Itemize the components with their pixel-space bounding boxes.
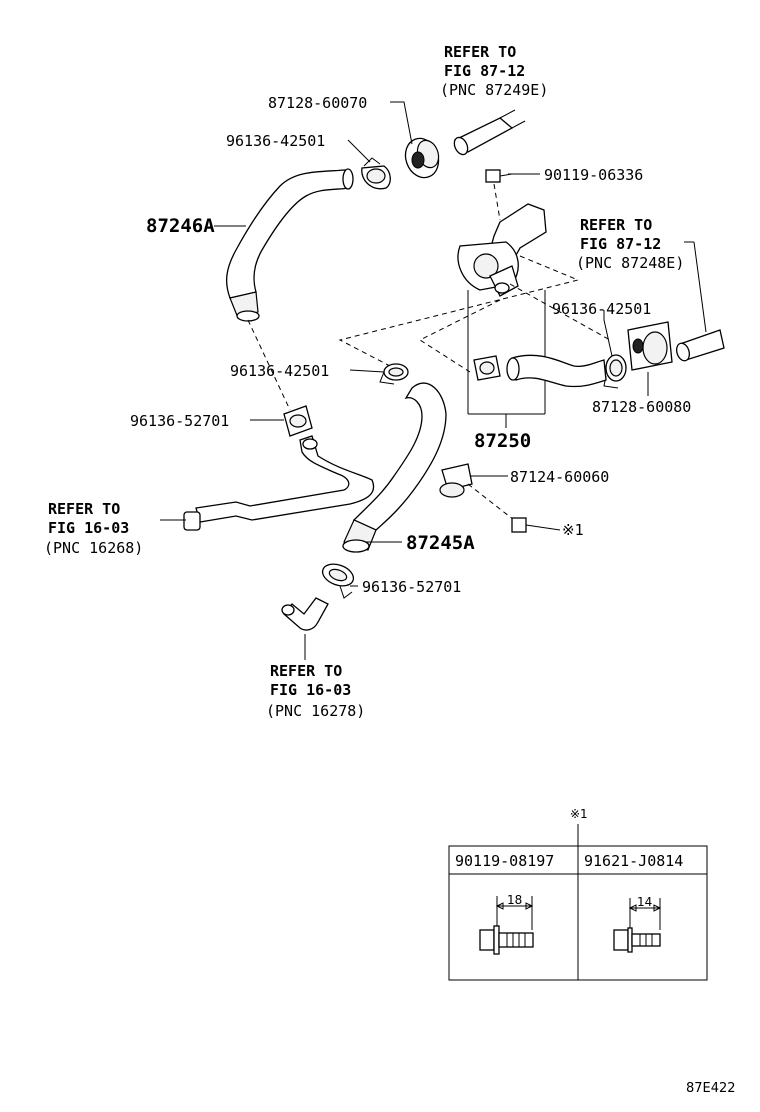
guide-line-6 (467, 483, 515, 521)
guide-line-1 (247, 319, 291, 411)
refer-bottom-line3: (PNC 16278) (266, 702, 365, 720)
refer-left-line1: REFER TO (48, 500, 120, 518)
guide-line-4 (509, 283, 611, 341)
grommet-87128-60070 (404, 137, 440, 179)
clip-87124-60060 (439, 463, 473, 498)
refer-left-line3: (PNC 16268) (44, 539, 143, 557)
bolt-table: ※1 90119-08197 91621-J0814 18 (448, 807, 708, 981)
label-96136-42501-b: 96136-42501 (552, 300, 651, 318)
label-87124-60060: 87124-60060 (510, 468, 609, 486)
refer-bottom-line2: FIG 16-03 (270, 681, 351, 699)
clip-96136-42501-top (361, 157, 391, 190)
hose-87245A (342, 382, 447, 553)
pipe-top (453, 109, 526, 156)
refer-right-line3: (PNC 87248E) (576, 254, 684, 272)
hose-elbow-bottom (281, 597, 329, 631)
clip-near-valve (473, 355, 501, 381)
label-96136-52701-b: 96136-52701 (362, 578, 461, 596)
tube-left (183, 435, 375, 531)
water-valve-87250 (457, 203, 547, 297)
bolt-90119-08197-icon: 18 (479, 893, 534, 955)
leader-lines (160, 101, 707, 660)
label-90119-06336: 90119-06336 (544, 166, 643, 184)
refer-top-line1: REFER TO (444, 43, 516, 61)
label-96136-42501-a: 96136-42501 (226, 132, 325, 150)
label-87250: 87250 (474, 430, 531, 452)
table-col2-partno: 91621-J0814 (584, 852, 683, 870)
table-col1-dimension: 18 (507, 893, 522, 907)
label-96136-52701-a: 96136-52701 (130, 412, 229, 430)
label-87246A: 87246A (146, 215, 215, 237)
refer-left-line2: FIG 16-03 (48, 519, 129, 537)
guide-line-3 (338, 255, 580, 367)
label-96136-42501-c: 96136-42501 (230, 362, 329, 380)
refer-top: REFER TO FIG 87-12 (PNC 87249E) (440, 43, 548, 99)
refer-right-line2: FIG 87-12 (580, 235, 661, 253)
clip-96136-42501-right (603, 354, 627, 389)
guide-line-5 (418, 299, 501, 373)
bolt-note-1 (511, 517, 561, 533)
label-87245A: 87245A (406, 532, 475, 554)
figure-code: 87E422 (686, 1081, 736, 1096)
clip-96136-52701-bottom (321, 563, 355, 599)
refer-bottom-line1: REFER TO (270, 662, 342, 680)
bolt-90119-06336 (485, 169, 513, 183)
table-col2-dimension: 14 (637, 895, 652, 909)
refer-bottom: REFER TO FIG 16-03 (PNC 16278) (266, 662, 365, 720)
table-col1-partno: 90119-08197 (455, 852, 554, 870)
guide-line-2 (493, 183, 501, 221)
grommet-87128-60080 (627, 321, 673, 371)
hose-short (506, 354, 607, 388)
bolt-91621-J0814-icon: 14 (613, 895, 662, 953)
refer-right-line1: REFER TO (580, 216, 652, 234)
label-note-ref: ※1 (562, 521, 584, 539)
label-87128-60080: 87128-60080 (592, 398, 691, 416)
refer-top-line2: FIG 87-12 (444, 62, 525, 80)
refer-left: REFER TO FIG 16-03 (PNC 16268) (44, 500, 143, 557)
refer-right: REFER TO FIG 87-12 (PNC 87248E) (576, 216, 684, 272)
hose-87246A (225, 168, 354, 322)
clip-96136-52701-top (283, 405, 313, 437)
clip-96136-42501-mid (379, 363, 409, 385)
label-87128-60070: 87128-60070 (268, 94, 367, 112)
refer-top-line3: (PNC 87249E) (440, 81, 548, 99)
pipe-right (676, 329, 725, 362)
table-note-mark: ※1 (570, 807, 588, 821)
